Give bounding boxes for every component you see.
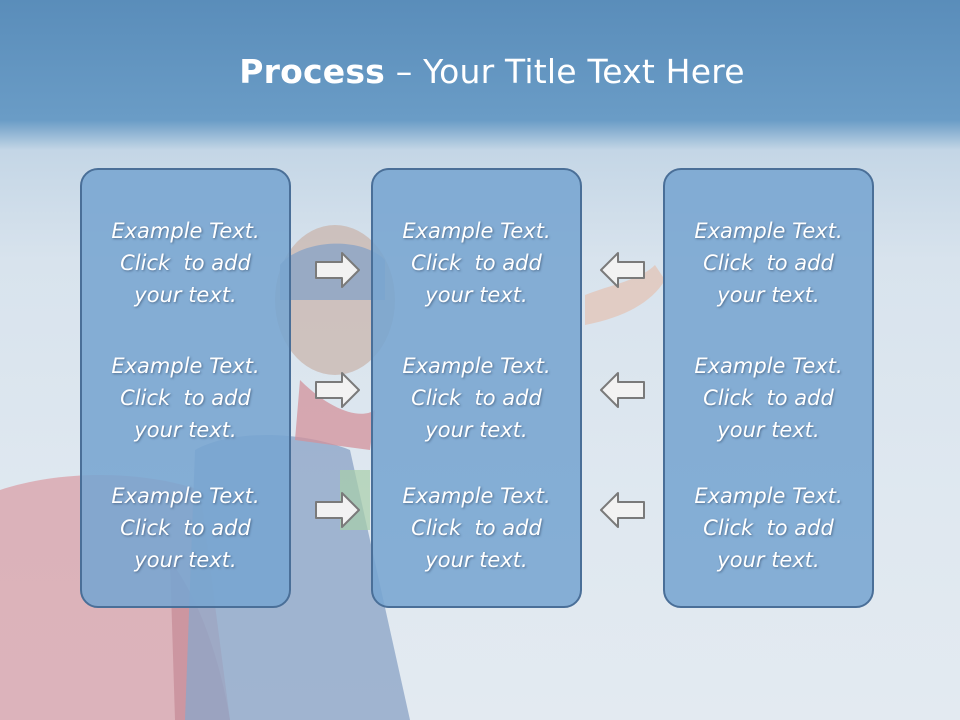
text-line: Example Text.	[111, 219, 260, 243]
text-line: Example Text.	[694, 484, 843, 508]
text-placeholder[interactable]: Example Text. Click to add your text.	[373, 350, 580, 446]
text-line: your text.	[134, 418, 237, 442]
text-line: your text.	[717, 418, 820, 442]
text-placeholder[interactable]: Example Text. Click to add your text.	[665, 350, 872, 446]
text-line: Click to add	[411, 516, 542, 540]
text-line: your text.	[425, 283, 528, 307]
text-line: Example Text.	[111, 354, 260, 378]
text-placeholder[interactable]: Example Text. Click to add your text.	[82, 480, 289, 576]
slide-title[interactable]: Process – Your Title Text Here	[0, 52, 960, 91]
text-placeholder[interactable]: Example Text. Click to add your text.	[665, 480, 872, 576]
text-line: your text.	[425, 418, 528, 442]
text-line: Example Text.	[402, 484, 551, 508]
center-panel: Example Text. Click to add your text. Ex…	[371, 168, 582, 608]
text-line: Example Text.	[402, 354, 551, 378]
text-line: your text.	[717, 548, 820, 572]
text-placeholder[interactable]: Example Text. Click to add your text.	[82, 215, 289, 311]
text-line: Click to add	[411, 251, 542, 275]
left-panel: Example Text. Click to add your text. Ex…	[80, 168, 291, 608]
arrow-left-icon[interactable]	[598, 490, 646, 530]
arrow-left-icon[interactable]	[598, 370, 646, 410]
text-line: Example Text.	[402, 219, 551, 243]
right-panel: Example Text. Click to add your text. Ex…	[663, 168, 874, 608]
text-line: Click to add	[120, 516, 251, 540]
text-line: Click to add	[120, 251, 251, 275]
arrow-right-icon[interactable]	[314, 370, 362, 410]
arrow-left-icon[interactable]	[598, 250, 646, 290]
text-line: Example Text.	[694, 354, 843, 378]
text-line: Example Text.	[694, 219, 843, 243]
text-line: Click to add	[703, 251, 834, 275]
text-line: Click to add	[411, 386, 542, 410]
text-placeholder[interactable]: Example Text. Click to add your text.	[665, 215, 872, 311]
arrow-right-icon[interactable]	[314, 250, 362, 290]
text-line: your text.	[134, 548, 237, 572]
arrow-right-icon[interactable]	[314, 490, 362, 530]
text-line: Example Text.	[111, 484, 260, 508]
text-line: your text.	[134, 283, 237, 307]
text-placeholder[interactable]: Example Text. Click to add your text.	[373, 480, 580, 576]
text-placeholder[interactable]: Example Text. Click to add your text.	[373, 215, 580, 311]
text-placeholder[interactable]: Example Text. Click to add your text.	[82, 350, 289, 446]
title-rest: – Your Title Text Here	[385, 52, 745, 91]
text-line: your text.	[717, 283, 820, 307]
title-bold: Process	[239, 52, 386, 91]
text-line: Click to add	[703, 386, 834, 410]
text-line: your text.	[425, 548, 528, 572]
text-line: Click to add	[703, 516, 834, 540]
text-line: Click to add	[120, 386, 251, 410]
